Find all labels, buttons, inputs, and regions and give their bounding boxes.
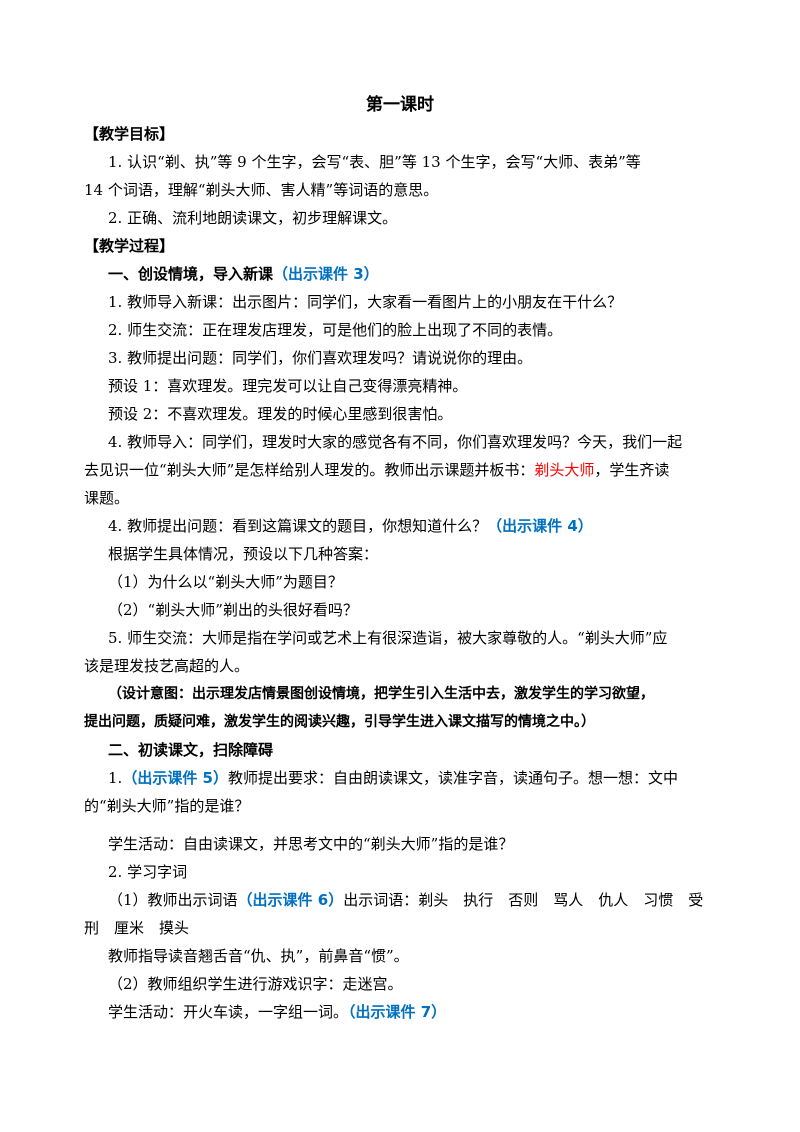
student-activity-1: 学生活动：自由读课文，并思考文中的“剃头大师”指的是谁？ bbox=[108, 835, 514, 853]
courseware-tag-7: （出示课件 7） bbox=[348, 1003, 447, 1021]
section-1-heading: 一、创设情境，导入新课（出示课件 3） bbox=[108, 264, 379, 284]
word-list-intro: （1）教师出示词语 bbox=[108, 891, 238, 909]
step-1-number: 1. bbox=[108, 769, 123, 787]
courseware-tag-6: （出示课件 6） bbox=[237, 891, 344, 909]
student-activity-2-text: 学生活动：开火车读，一字组一词。 bbox=[108, 1003, 349, 1021]
preset-1: 预设 1：喜欢理发。理完发可以让自己变得漂亮精神。 bbox=[108, 377, 468, 395]
answer-1: （1）为什么以“剃头大师”为题目？ bbox=[108, 573, 343, 591]
process-heading: 【教学过程】 bbox=[84, 237, 175, 255]
paragraph-4-line-3: 课题。 bbox=[84, 489, 130, 507]
paragraph-4-line-2: 去见识一位“剃头大师”是怎样给别人理发的。教师出示课题并板书：剃头大师，学生齐读 bbox=[84, 460, 669, 480]
step-1-line-2: 的“剃头大师”指的是谁？ bbox=[84, 797, 250, 815]
courseware-tag-4: （出示课件 4） bbox=[487, 517, 593, 535]
board-title-red: 剃头大师 bbox=[534, 461, 595, 479]
game-activity: （2）教师组织学生进行游戏识字：走迷宫。 bbox=[108, 975, 403, 993]
paragraph-1: 1. 教师导入新课：出示图片：同学们，大家看一看图片上的小朋友在干什么？ bbox=[108, 293, 623, 311]
goal-2: 2. 正确、流利地朗读课文，初步理解课文。 bbox=[108, 209, 398, 227]
paragraph-7-line-1: 5. 师生交流：大师是指在学问或艺术上有很深造诣，被大家尊敬的人。“剃头大师”应 bbox=[108, 629, 668, 647]
section-1-title: 一、创设情境，导入新课 bbox=[108, 265, 274, 283]
word-list-words: 出示词语：剃头 执行 否则 骂人 仇人 习惯 受 bbox=[343, 891, 704, 909]
paragraph-5-text: 4. 教师提出问题：看到这篇课文的题目，你想知道什么？ bbox=[108, 517, 488, 535]
word-list-line-1: （1）教师出示词语（出示课件 6）出示词语：剃头 执行 否则 骂人 仇人 习惯 … bbox=[108, 890, 703, 910]
step-1-line-1: 1.（出示课件 5）教师提出要求：自由朗读课文，读准字音，读通句子。想一想：文中 bbox=[108, 768, 678, 788]
paragraph-2: 2. 师生交流：正在理发店理发，可是他们的脸上出现了不同的表情。 bbox=[108, 321, 563, 339]
word-list-line-2: 刑 厘米 摸头 bbox=[84, 919, 190, 937]
section-2-title: 二、初读课文，扫除障碍 bbox=[108, 741, 274, 759]
paragraph-6: 根据学生具体情况，预设以下几种答案： bbox=[108, 545, 379, 563]
pronunciation-guide: 教师指导读音翘舌音“仇、执”，前鼻音“惯”。 bbox=[108, 947, 409, 965]
paragraph-4-text-a: 去见识一位“剃头大师”是怎样给别人理发的。教师出示课题并板书： bbox=[84, 461, 535, 479]
paragraph-4-text-b: ，学生齐读 bbox=[594, 461, 670, 479]
design-intent-line-2: 提出问题，质疑问难，激发学生的阅读兴趣，引导学生进入课文描写的情境之中。） bbox=[84, 714, 595, 730]
goal-1-line-2: 14 个词语，理解“剃头大师、害人精”等词语的意思。 bbox=[84, 181, 439, 199]
preset-2: 预设 2：不喜欢理发。理发的时候心里感到很害怕。 bbox=[108, 405, 453, 423]
paragraph-4-line-1: 4. 教师导入：同学们，理发时大家的感觉各有不同，你们喜欢理发吗？今天，我们一起 bbox=[108, 433, 683, 451]
goals-heading: 【教学目标】 bbox=[84, 125, 175, 143]
step-1-text: 教师提出要求：自由朗读课文，读准字音，读通句子。想一想：文中 bbox=[227, 769, 678, 787]
answer-2: （2）“剃头大师”剃出的头很好看吗？ bbox=[108, 601, 358, 619]
step-2-heading: 2. 学习字词 bbox=[108, 863, 188, 881]
courseware-tag-3: （出示课件 3） bbox=[273, 265, 379, 283]
design-intent-line-1: （设计意图：出示理发店情景图创设情境，把学生引入生活中去，激发学生的学习欲望， bbox=[108, 686, 654, 702]
paragraph-7-line-2: 该是理发技艺高超的人。 bbox=[84, 657, 250, 675]
paragraph-3: 3. 教师提出问题：同学们，你们喜欢理发吗？请说说你的理由。 bbox=[108, 349, 533, 367]
page-title: 第一课时 bbox=[366, 95, 434, 115]
student-activity-2: 学生活动：开火车读，一字组一词。（出示课件 7） bbox=[108, 1002, 446, 1022]
paragraph-5: 4. 教师提出问题：看到这篇课文的题目，你想知道什么？（出示课件 4） bbox=[108, 516, 593, 536]
courseware-tag-5: （出示课件 5） bbox=[122, 769, 228, 787]
goal-1-line-1: 1. 认识“剃、执”等 9 个生字，会写“表、胆”等 13 个生字，会写“大师、… bbox=[108, 153, 641, 171]
